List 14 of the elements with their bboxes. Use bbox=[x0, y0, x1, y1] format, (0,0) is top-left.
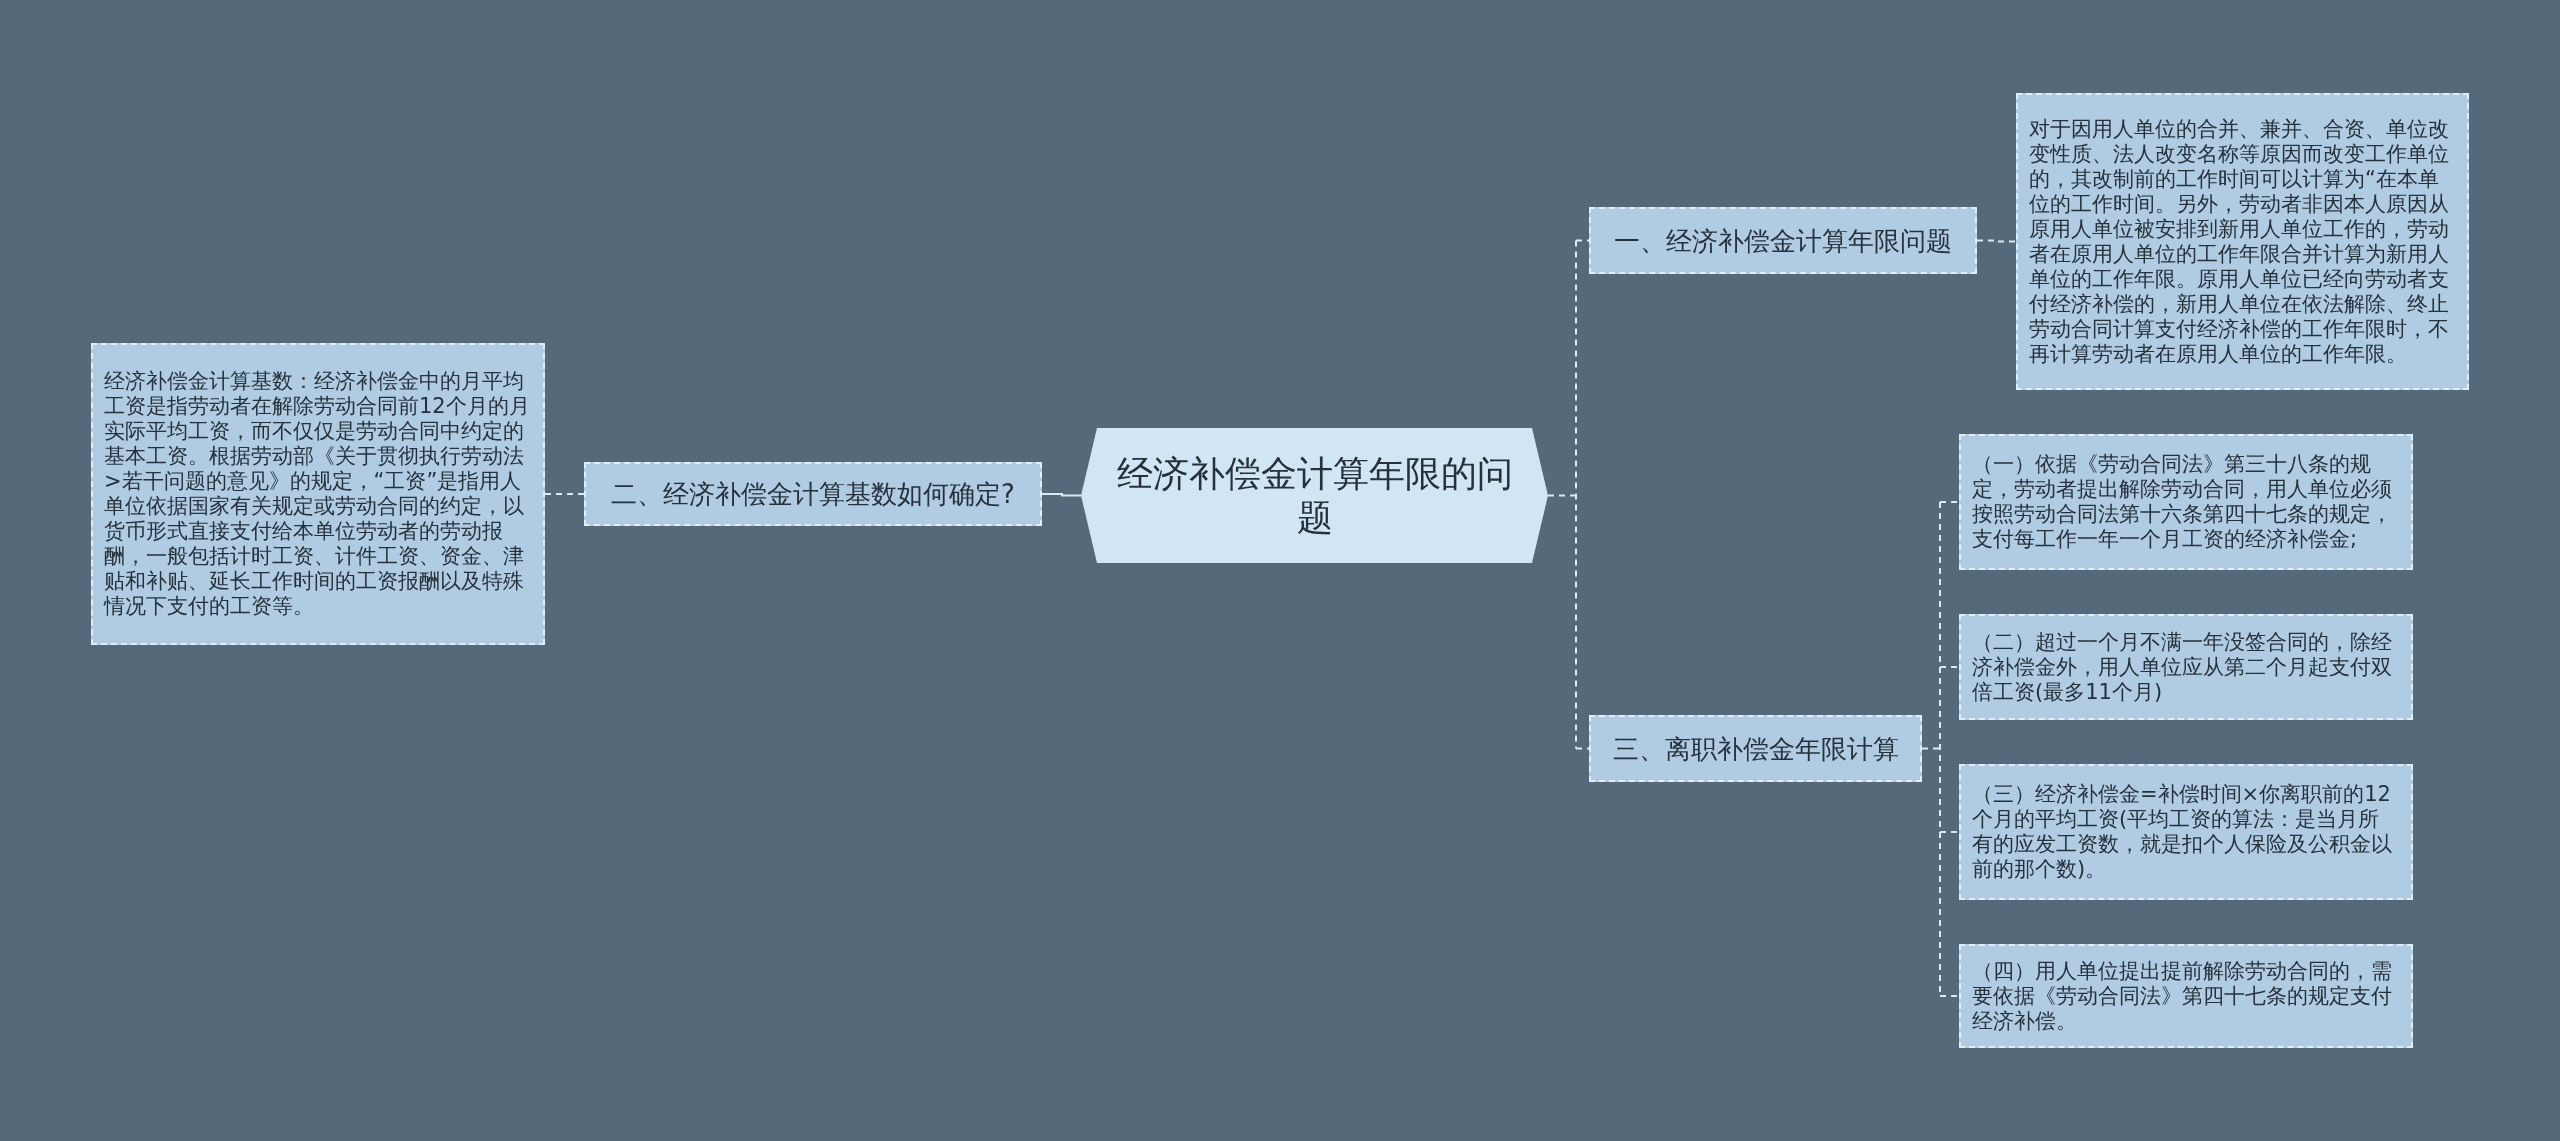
connector-line bbox=[1547, 239, 1590, 750]
note-box: 经济补偿金计算基数：经济补偿金中的月平均工资是指劳动者在解除劳动合同前12个月的月实际平均工资，而不仅仅是劳动合同中约定的基本工资。根据劳动部《关于贯彻执行劳动法>若干问题的意见》的规定，“工资”是指用人单位依据国家有关规定或劳动合同的约定，以货币形式直接支付给本单位劳动者的劳动报酬，一般包括计时工资、计件工资、资金、津贴和补贴、延长工作时间的工资报酬以及特殊情况下支付的工资等。 bbox=[91, 343, 545, 645]
topic-box: 一、经济补偿金计算年限问题 bbox=[1589, 207, 1977, 274]
connector-line bbox=[1041, 493, 1082, 497]
connector-line bbox=[1921, 501, 1960, 997]
topic-box: 二、经济补偿金计算基数如何确定? bbox=[584, 462, 1042, 526]
note-box: （三）经济补偿金=补偿时间×你离职前的12个月的平均工资(平均工资的算法：是当月所有的应发工资数，就是扣个人保险及公积金以前的那个数)。 bbox=[1959, 764, 2413, 900]
connector-line bbox=[544, 493, 585, 495]
note-box: （四）用人单位提出提前解除劳动合同的，需要依据《劳动合同法》第四十七条的规定支付经济补偿。 bbox=[1959, 944, 2413, 1048]
note-box: 对于因用人单位的合并、兼并、合资、单位改变性质、法人改变名称等原因而改变工作单位的，其改制前的工作时间可以计算为“在本单位的工作时间。另外，劳动者非因本人原因从原用人单位被安排到新用人单位工作的，劳动者在原用人单位的工作年限合并计算为新用人单位的工作年限。原用人单位已经向劳动者支付经济补偿的，新用人单位在依法解除、终止劳动合同计算支付经济补偿的工作年限时，不再计算劳动者在原用人单位的工作年限。 bbox=[2016, 93, 2469, 390]
note-box: （一）依据《劳动合同法》第三十八条的规定，劳动者提出解除劳动合同，用人单位必须按照劳动合同法第十六条第四十七条的规定，支付每工作一年一个月工资的经济补偿金; bbox=[1959, 434, 2413, 570]
connector-line bbox=[1976, 239, 2017, 243]
note-box: （二）超过一个月不满一年没签合同的，除经济补偿金外，用人单位应从第二个月起支付双倍工资(最多11个月) bbox=[1959, 614, 2413, 720]
topic-box: 三、离职补偿金年限计算 bbox=[1589, 715, 1922, 782]
